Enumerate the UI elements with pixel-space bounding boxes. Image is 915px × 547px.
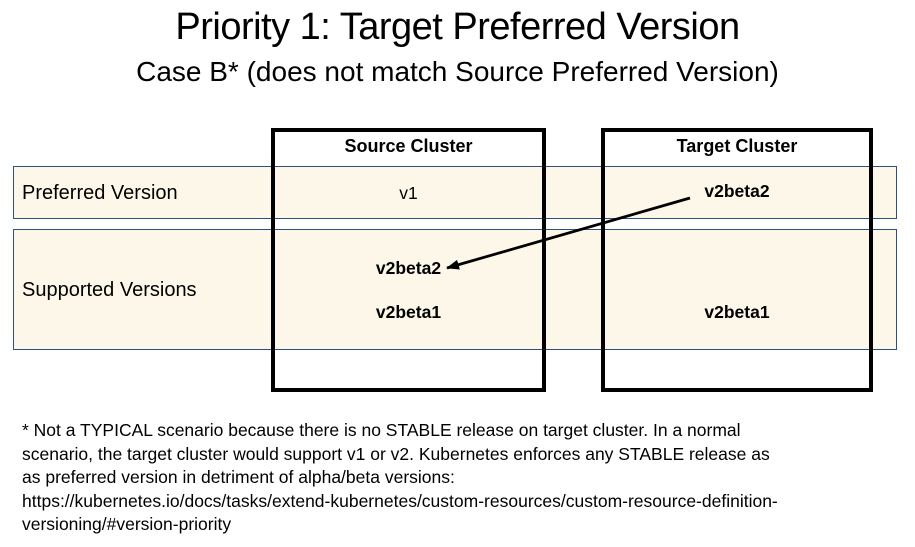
row-label-preferred-version: Preferred Version [22, 182, 178, 204]
source-cluster-header: Source Cluster [344, 136, 473, 156]
target-cluster-box [601, 128, 873, 392]
source-preferred-version-value: v1 [399, 183, 418, 203]
page-title: Priority 1: Target Preferred Version [175, 6, 740, 48]
source-supported-version-v2beta1: v2beta1 [375, 302, 442, 322]
target-supported-version-v2beta1: v2beta1 [704, 302, 770, 322]
target-cluster-header: Target Cluster [676, 136, 798, 156]
page-subtitle: Case B* (does not match Source Preferred… [136, 56, 779, 87]
footnote-text: * Not a TYPICAL scenario because there i… [22, 420, 778, 534]
row-label-supported-versions: Supported Versions [22, 279, 197, 301]
target-preferred-version-value: v2beta2 [704, 181, 770, 201]
source-supported-version-v2beta2: v2beta2 [375, 258, 442, 278]
